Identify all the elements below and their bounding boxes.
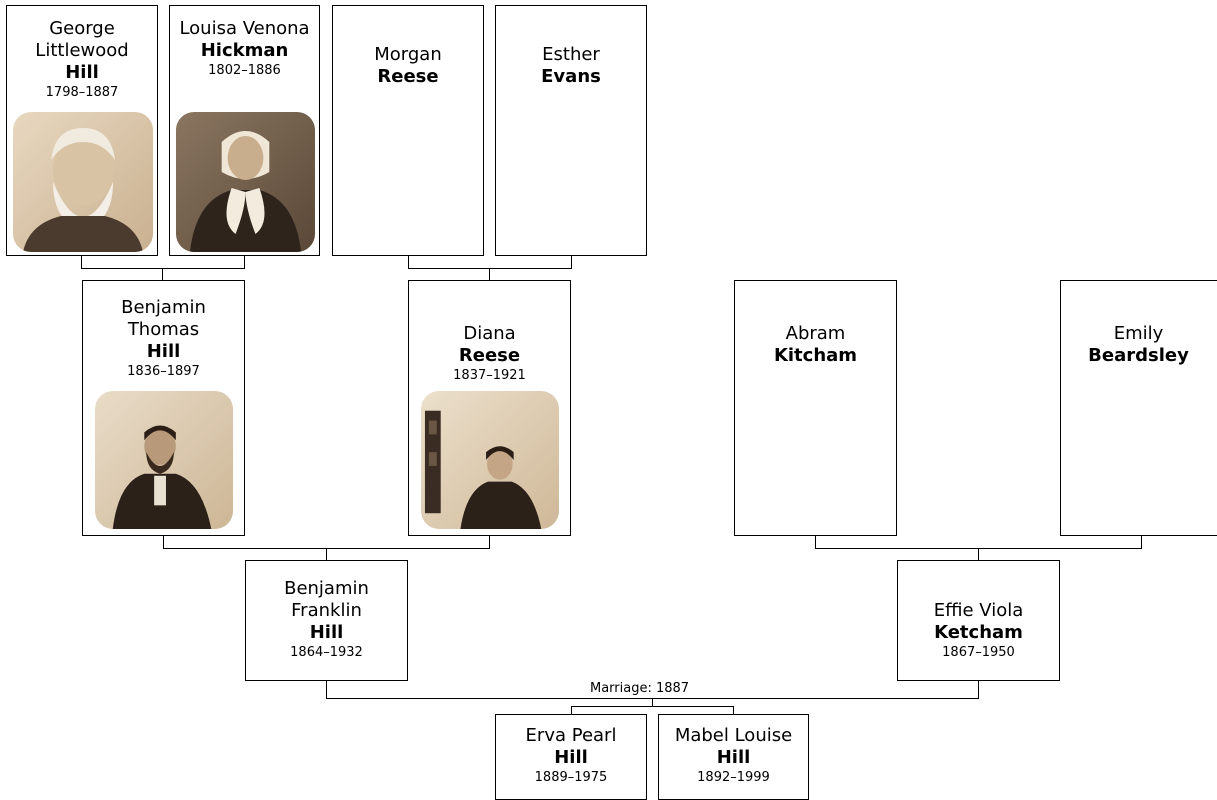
- given-name: Louisa Venona: [179, 18, 310, 39]
- connector-line: [408, 255, 409, 268]
- given-name: Morgan: [374, 44, 442, 65]
- given-name: Mabel Louise: [674, 725, 793, 746]
- person-card-benjamin-franklin-hill[interactable]: Benjamin Franklin Hill 1864–1932: [245, 560, 408, 681]
- connector-line: [489, 268, 490, 280]
- person-card-abram-kitcham[interactable]: Abram Kitcham: [734, 280, 897, 536]
- given-name: Benjamin Thomas: [121, 297, 206, 340]
- life-dates: 1867–1950: [942, 645, 1015, 660]
- person-card-george-hill[interactable]: George Littlewood Hill 1798–1887: [6, 5, 158, 256]
- life-dates: 1889–1975: [534, 770, 608, 785]
- person-card-benjamin-thomas-hill[interactable]: Benjamin Thomas Hill 1836–1897: [82, 280, 245, 536]
- connector-line: [408, 268, 572, 269]
- person-card-effie-ketcham[interactable]: Effie Viola Ketcham 1867–1950: [897, 560, 1060, 681]
- surname: Hill: [146, 341, 181, 362]
- connector-line: [162, 268, 163, 280]
- portrait-photo: [421, 391, 559, 529]
- connector-line: [571, 706, 734, 707]
- life-dates: 1837–1921: [453, 368, 526, 383]
- connector-line: [571, 255, 572, 268]
- surname: Hill: [716, 747, 751, 768]
- surname: Reese: [377, 66, 439, 87]
- given-name: Emily: [1113, 323, 1164, 344]
- connector-line: [489, 535, 490, 548]
- connector-line: [652, 698, 653, 706]
- person-card-erva-hill[interactable]: Erva Pearl Hill 1889–1975: [495, 714, 647, 800]
- surname: Hill: [554, 747, 588, 768]
- given-name: George Littlewood: [35, 18, 129, 61]
- life-dates: 1864–1932: [290, 645, 363, 660]
- person-card-esther-evans[interactable]: Esther Evans: [495, 5, 647, 256]
- surname: Evans: [541, 66, 601, 87]
- life-dates: 1892–1999: [697, 770, 770, 785]
- portrait-photo: [95, 391, 233, 529]
- connector-line: [81, 255, 82, 268]
- surname: Ketcham: [934, 622, 1023, 643]
- surname: Hill: [309, 622, 344, 643]
- connector-line: [571, 706, 572, 714]
- given-name: Diana: [463, 323, 516, 344]
- connector-line: [326, 680, 327, 698]
- connector-line: [978, 680, 979, 698]
- connector-line: [163, 535, 164, 548]
- portrait-photo: [176, 112, 315, 252]
- connector-line: [733, 706, 734, 714]
- person-card-louisa-hickman[interactable]: Louisa Venona Hickman 1802–1886: [169, 5, 320, 256]
- life-dates: 1802–1886: [208, 63, 281, 78]
- connector-line: [978, 548, 979, 560]
- connector-line: [815, 535, 816, 548]
- given-name: Abram: [785, 323, 846, 344]
- connector-line: [81, 268, 245, 269]
- marriage-label: Marriage: 1887: [588, 681, 692, 697]
- connector-line: [244, 255, 245, 268]
- person-card-morgan-reese[interactable]: Morgan Reese: [332, 5, 484, 256]
- surname: Reese: [458, 345, 521, 366]
- person-card-mabel-hill[interactable]: Mabel Louise Hill 1892–1999: [658, 714, 809, 800]
- surname: Hickman: [200, 40, 289, 61]
- given-name: Esther: [542, 44, 600, 65]
- person-card-emily-beardsley[interactable]: Emily Beardsley: [1060, 280, 1217, 536]
- connector-line: [326, 548, 327, 560]
- connector-line: [1141, 535, 1142, 548]
- surname: Hill: [65, 62, 99, 83]
- portrait-photo: [13, 112, 153, 252]
- life-dates: 1836–1897: [127, 364, 200, 379]
- given-name: Erva Pearl: [525, 725, 617, 746]
- surname: Kitcham: [773, 345, 858, 366]
- surname: Beardsley: [1088, 345, 1189, 366]
- given-name: Benjamin Franklin: [284, 578, 369, 621]
- life-dates: 1798–1887: [45, 85, 119, 100]
- person-card-diana-reese[interactable]: Diana Reese 1837–1921: [408, 280, 571, 536]
- given-name: Effie Viola: [933, 600, 1024, 621]
